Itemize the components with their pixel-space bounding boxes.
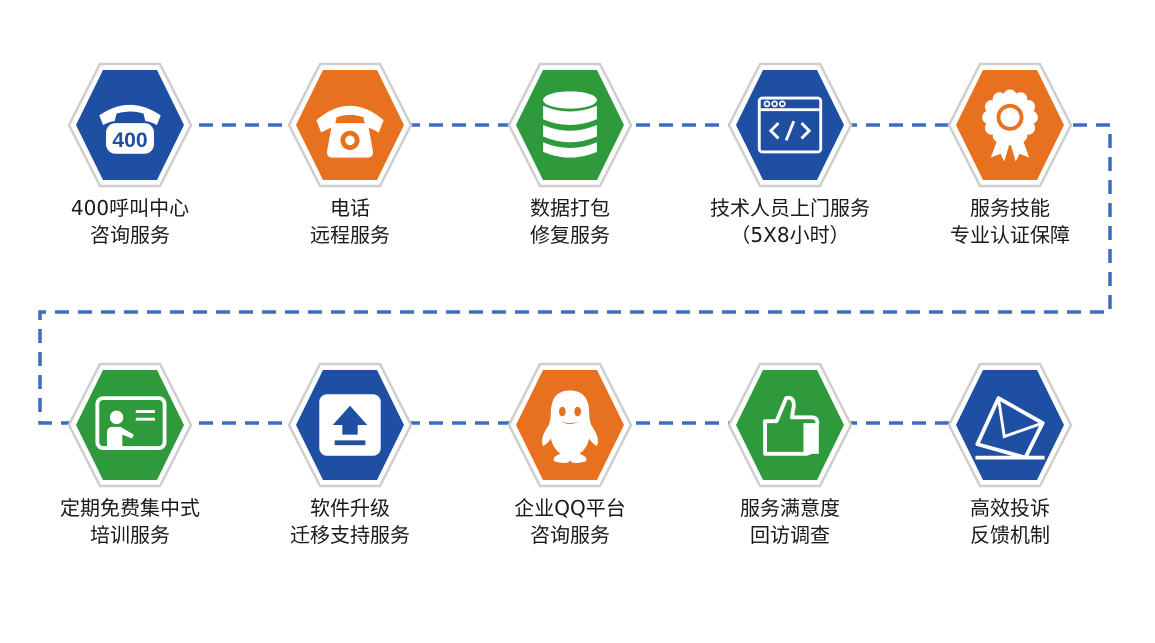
service-node: 技术人员上门服务 （5X8小时） [710,60,870,247]
service-label-line2: （5X8小时） [730,223,850,247]
hexagon-badge [947,362,1073,488]
service-label-line2: 回访调查 [750,523,830,547]
service-label: 定期免费集中式 培训服务 [35,495,225,549]
complaint-envelope-icon [975,396,1045,460]
service-label-line2: 远程服务 [310,223,390,247]
service-label-line1: 服务技能 [970,196,1050,220]
service-label-line1: 软件升级 [310,496,390,520]
service-label-line2: 咨询服务 [90,223,170,247]
service-label-line1: 400呼叫中心 [70,196,190,220]
service-label-line2: 专业认证保障 [950,223,1070,247]
service-label-line1: 企业QQ平台 [514,496,626,520]
hexagon-badge [67,362,193,488]
award-badge-icon [982,89,1038,162]
telephone-400-icon: 400 [99,104,161,154]
icon-text: 400 [112,129,147,152]
upload-icon [319,394,381,456]
hexagon-badge [727,62,853,188]
service-label: 400呼叫中心 咨询服务 [35,195,225,249]
service-label-line1: 技术人员上门服务 [710,196,870,220]
hexagon-badge [727,362,853,488]
service-label: 服务技能 专业认证保障 [915,195,1105,249]
service-label-line2: 培训服务 [90,523,170,547]
training-board-icon [95,396,167,450]
service-node: 400 400呼叫中心 咨询服务 [55,60,205,247]
phone-handset-icon [316,105,384,158]
service-label-line2: 咨询服务 [530,523,610,547]
service-label: 高效投诉 反馈机制 [915,495,1105,549]
service-label: 服务满意度 回访调查 [695,495,885,549]
service-node: 软件升级 迁移支持服务 [275,360,425,547]
service-label-line1: 服务满意度 [740,496,840,520]
hexagon-badge [947,62,1073,188]
service-label-line1: 定期免费集中式 [60,496,200,520]
hexagon-badge [507,62,633,188]
service-node: 高效投诉 反馈机制 [935,360,1085,547]
service-node: 数据打包 修复服务 [495,60,645,247]
hexagon-badge [287,62,413,188]
hexagon-badge [287,362,413,488]
service-label: 数据打包 修复服务 [475,195,665,249]
hexagon-badge [507,362,633,488]
service-node: 企业QQ平台 咨询服务 [495,360,645,547]
service-label-line2: 迁移支持服务 [290,523,410,547]
service-label: 电话 远程服务 [255,195,445,249]
service-label: 企业QQ平台 咨询服务 [475,495,665,549]
service-label: 软件升级 迁移支持服务 [255,495,445,549]
database-icon [543,91,597,158]
hexagon-badge: 400 [67,62,193,188]
service-label-line1: 电话 [330,196,370,220]
service-node: 电话 远程服务 [275,60,425,247]
service-label-line2: 反馈机制 [970,523,1050,547]
code-window-icon [757,96,823,154]
service-label-line2: 修复服务 [530,223,610,247]
service-node: 服务满意度 回访调查 [715,360,865,547]
service-label-line1: 数据打包 [530,196,610,220]
qq-penguin-icon [542,390,598,464]
thumbs-up-icon [763,395,820,456]
service-label: 技术人员上门服务 （5X8小时） [695,195,885,249]
service-node: 定期免费集中式 培训服务 [55,360,205,547]
service-label-line1: 高效投诉 [970,496,1050,520]
service-node: 服务技能 专业认证保障 [935,60,1085,247]
